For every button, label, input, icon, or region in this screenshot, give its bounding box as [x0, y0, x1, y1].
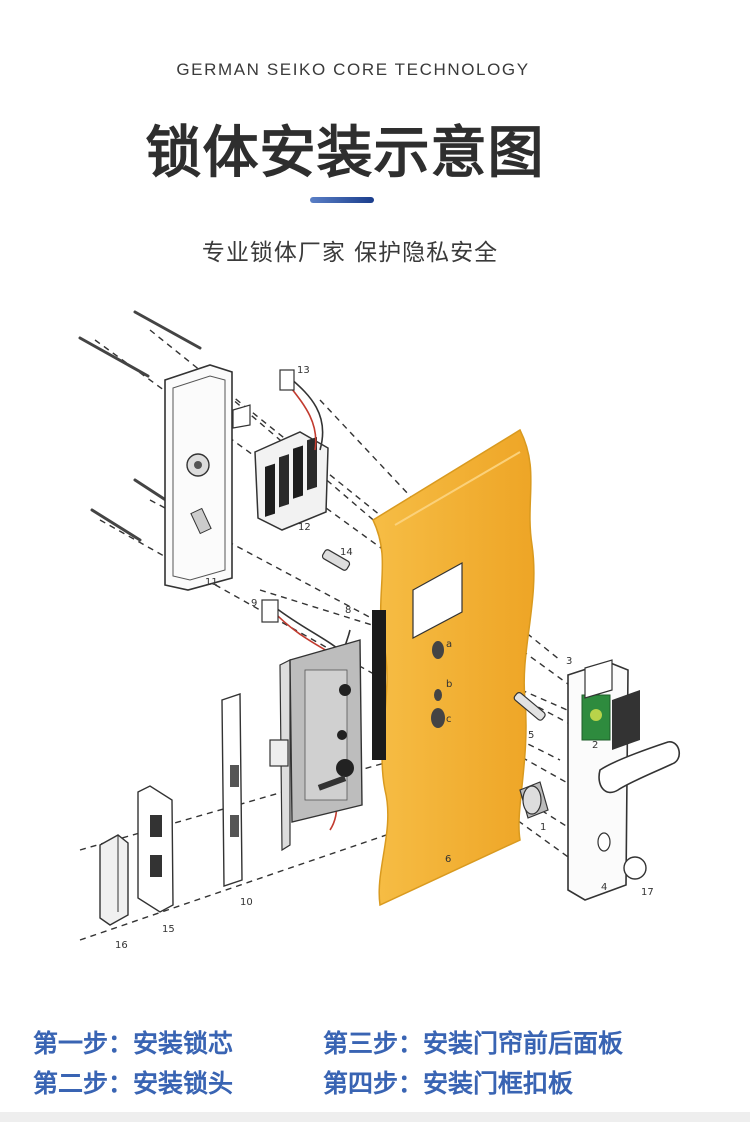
- label-1: 1: [540, 822, 546, 833]
- label-4: 4: [601, 882, 607, 893]
- lock-body: [269, 639, 363, 852]
- page-subtitle: 专业锁体厂家 保护隐私安全: [201, 240, 499, 266]
- label-16: 16: [115, 940, 128, 951]
- step-4-label: 第四步：安装门框扣板: [323, 1069, 574, 1098]
- battery-box: [254, 431, 329, 531]
- faceplate: [221, 693, 243, 887]
- label-5: 5: [528, 730, 534, 741]
- bottom-divider: [0, 1112, 750, 1122]
- label-15: 15: [162, 924, 175, 935]
- door-panel: [372, 428, 535, 907]
- outer-panel: [567, 659, 680, 901]
- label-hole-c: c: [446, 714, 452, 725]
- step-2-label: 第二步：安装锁头: [33, 1069, 234, 1098]
- label-11: 11: [205, 577, 218, 588]
- label-hole-a: a: [446, 639, 452, 650]
- lock-cylinder: [519, 781, 549, 819]
- label-14: 14: [340, 547, 353, 558]
- step-1-label: 第一步：安装锁芯: [33, 1029, 234, 1058]
- page-title: 锁体安装示意图: [145, 121, 545, 186]
- label-13: 13: [297, 365, 310, 376]
- inner-plate: [164, 364, 251, 591]
- label-12: 12: [298, 522, 311, 533]
- label-hole-b: b: [446, 679, 452, 690]
- lock-installation-diagram: 13 12 14 11 9 8 3 2 5 1 10 15 16 6 4 17 …: [78, 310, 680, 951]
- title-underline: [310, 197, 374, 203]
- step-3-label: 第三步：安装门帘前后面板: [323, 1029, 624, 1058]
- strike-box: [99, 834, 129, 926]
- pin: [321, 549, 351, 571]
- label-8: 8: [345, 605, 351, 616]
- part-labels: 13 12 14 11 9 8 3 2 5 1 10 15 16 6 4 17 …: [115, 365, 654, 951]
- connector-9: [261, 599, 279, 623]
- label-2: 2: [592, 740, 598, 751]
- spindle: [513, 691, 546, 721]
- brand-tagline: GERMAN SEIKO CORE TECHNOLOGY: [176, 60, 530, 79]
- label-17: 17: [641, 887, 654, 898]
- connector-13: [279, 369, 295, 391]
- label-10: 10: [240, 897, 253, 908]
- label-6: 6: [445, 854, 451, 865]
- label-9: 9: [251, 598, 257, 609]
- label-3: 3: [566, 656, 572, 667]
- strike-plate: [137, 785, 174, 913]
